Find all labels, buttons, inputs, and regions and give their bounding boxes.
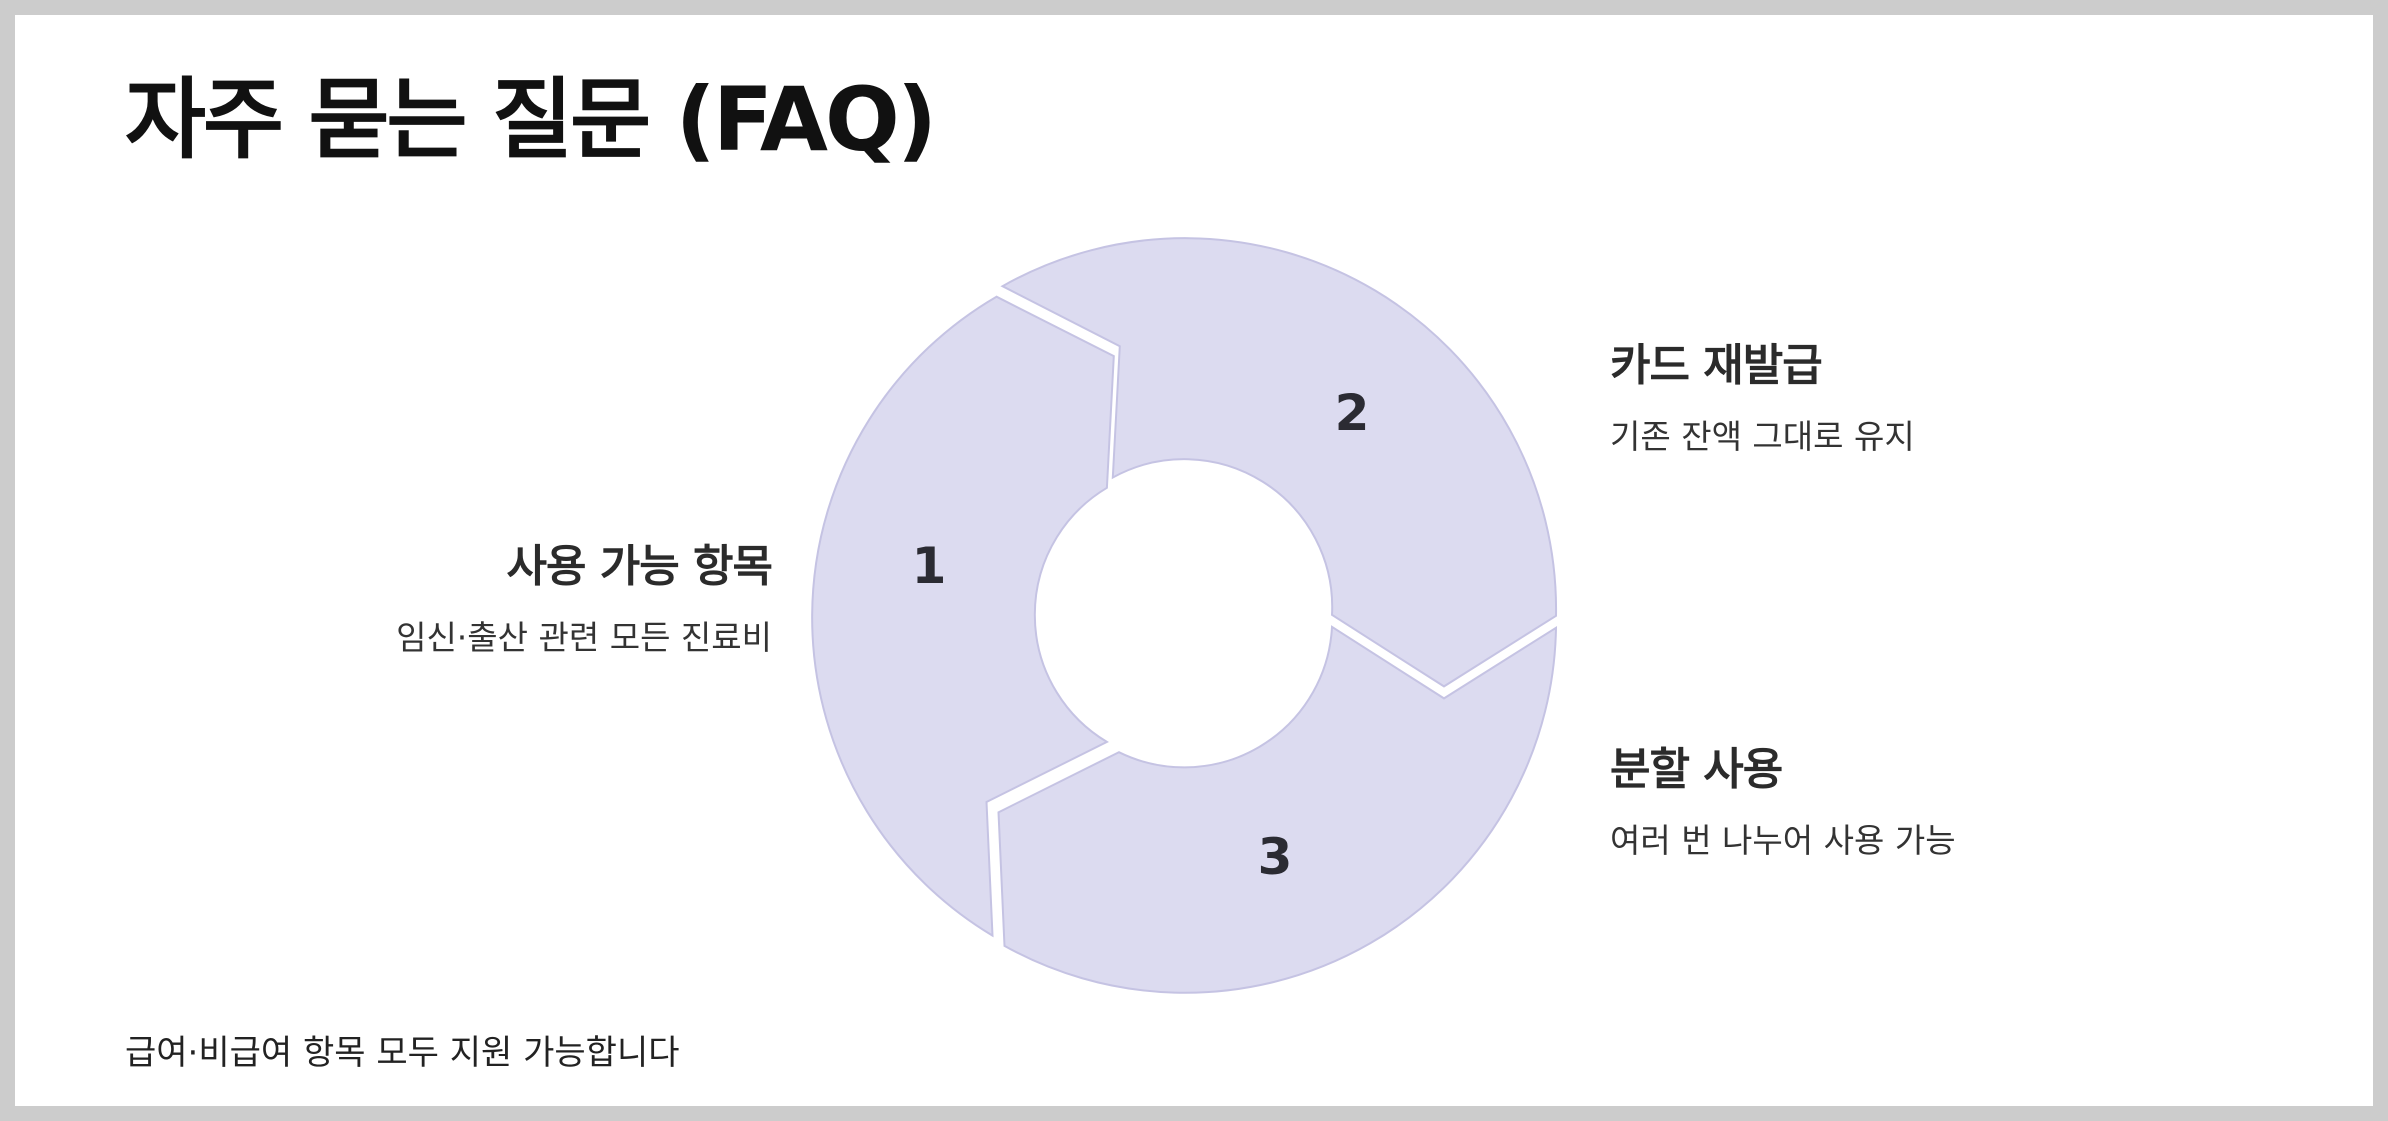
segment-label-2: 카드 재발급 기존 잔액 그대로 유지: [1610, 340, 1915, 456]
segment-description-3: 여러 번 나누어 사용 가능: [1610, 820, 1956, 860]
cycle-segment-1: 1: [811, 295, 1115, 938]
segment-number-1: 1: [912, 537, 947, 595]
slide: 자주 묻는 질문 (FAQ) 1 2 3 사용 가능 항목 임신·출산 관련 모…: [15, 15, 2373, 1106]
segment-heading-2: 카드 재발급: [1610, 340, 1823, 391]
segment-heading-3: 분할 사용: [1610, 744, 1783, 795]
segment-label-3: 분할 사용 여러 번 나누어 사용 가능: [1610, 744, 1956, 860]
cycle-segment-2: 2: [1000, 237, 1558, 688]
segment-number-2: 2: [1335, 384, 1370, 442]
segment-number-3: 3: [1258, 828, 1293, 886]
segment-label-1: 사용 가능 항목 임신·출산 관련 모든 진료비: [396, 541, 773, 657]
footnote: 급여·비급여 항목 모두 지원 가능합니다: [125, 1033, 680, 1073]
segment-description-1: 임신·출산 관련 모든 진료비: [396, 617, 772, 657]
cycle-segment-3: 3: [997, 625, 1558, 994]
segment-heading-1: 사용 가능 항목: [506, 541, 773, 592]
page-title: 자주 묻는 질문 (FAQ): [125, 68, 937, 171]
cycle-diagram: 1 2 3: [811, 237, 1558, 994]
segment-description-2: 기존 잔액 그대로 유지: [1610, 416, 1915, 456]
